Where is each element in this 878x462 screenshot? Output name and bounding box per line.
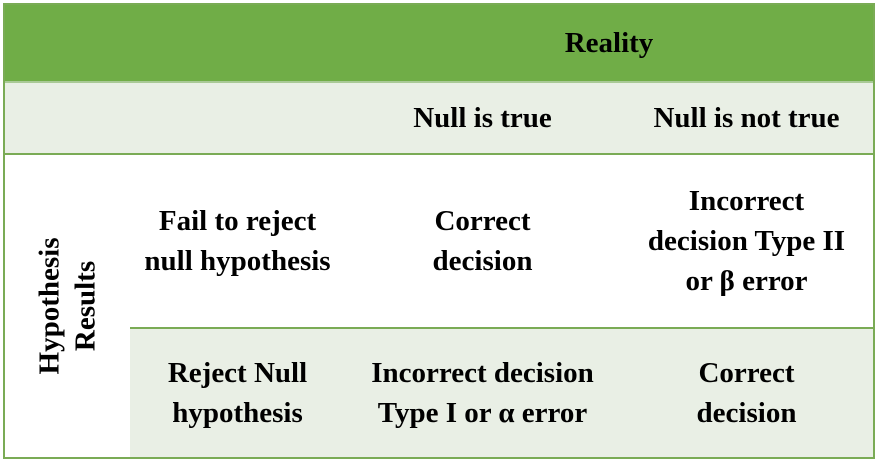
row-group-label: Hypothesis Results	[33, 237, 102, 375]
row-group-label-cell: Hypothesis Results	[5, 155, 130, 457]
row-label-reject: Reject Null hypothesis	[167, 357, 308, 429]
cell-reject-null-not-true: Correct decision	[696, 357, 797, 429]
reality-header-row	[5, 5, 873, 81]
col-null-not-true: Null is not true	[653, 102, 840, 134]
cell-reject-null-true: Incorrect decision Type I or α error	[371, 357, 594, 429]
col-null-true: Null is true	[413, 102, 552, 134]
cell-fail-null-not-true: Incorrect decision Type II or β error	[647, 185, 846, 297]
cell-fail-null-true: Correct decision	[432, 205, 533, 277]
row-label-fail-to-reject: Fail to reject null hypothesis	[144, 205, 331, 277]
reject-row-band	[130, 327, 873, 457]
subheader-row	[5, 81, 873, 155]
reality-header: Reality	[564, 27, 654, 59]
hypothesis-decision-table: Reality Null is true Null is not true Hy…	[3, 3, 875, 459]
